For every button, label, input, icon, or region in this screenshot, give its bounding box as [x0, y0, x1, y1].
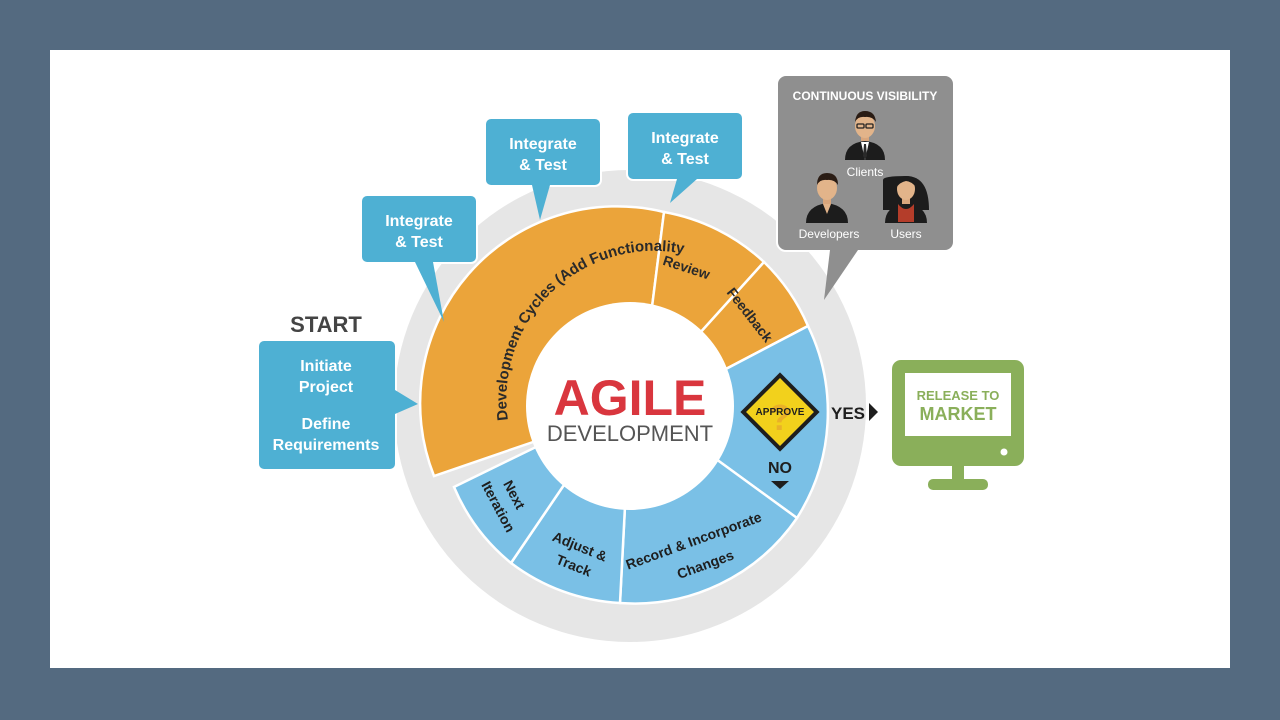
integrate-test-callout-2: Integrate & Test [484, 117, 602, 220]
client-person-icon [845, 111, 885, 160]
yes-arrow-icon [869, 403, 878, 421]
release-line2: MARKET [920, 404, 997, 424]
callout-2-line2: & Test [519, 157, 567, 174]
callout-2-line1: Integrate [509, 136, 577, 153]
monitor-power-dot [1000, 448, 1008, 456]
callout-1-line1: Integrate [385, 213, 453, 230]
callout-3-line2: & Test [661, 151, 709, 168]
release-monitor: RELEASE TO MARKET [892, 360, 1024, 490]
initiate-project-line2: Project [299, 379, 354, 396]
continuous-visibility-box: CONTINUOUS VISIBILITY Clients Developers [776, 74, 955, 300]
start-callout: Initiate Project Define Requirements [257, 339, 418, 471]
approve-question-mark: ? [769, 397, 791, 438]
decision-no: NO [768, 460, 792, 477]
define-requirements-line2: Requirements [273, 437, 380, 454]
no-arrow-icon [771, 481, 789, 489]
integrate-test-callout-3: Integrate & Test [626, 111, 744, 203]
center-circle [526, 302, 734, 510]
approve-sign-label: APPROVE [756, 407, 805, 418]
integrate-test-callout-1: Integrate & Test [360, 194, 478, 322]
define-requirements-line1: Define [302, 416, 351, 433]
decision-yes: YES [831, 404, 865, 423]
development-subtitle: DEVELOPMENT [547, 421, 713, 446]
users-label: Users [890, 227, 921, 241]
agile-title: AGILE [554, 370, 707, 426]
callout-1-line2: & Test [395, 234, 443, 251]
user-person-icon [883, 176, 929, 223]
callout-3-line1: Integrate [651, 130, 719, 147]
visibility-title: CONTINUOUS VISIBILITY [793, 89, 938, 103]
start-label: START [290, 312, 362, 337]
developer-person-icon [806, 173, 848, 223]
approve-sign: ? APPROVE [740, 372, 820, 452]
initiate-project-line1: Initiate [300, 358, 352, 375]
developers-label: Developers [799, 227, 860, 241]
clients-label: Clients [847, 165, 884, 179]
release-line1: RELEASE TO [917, 388, 1000, 403]
